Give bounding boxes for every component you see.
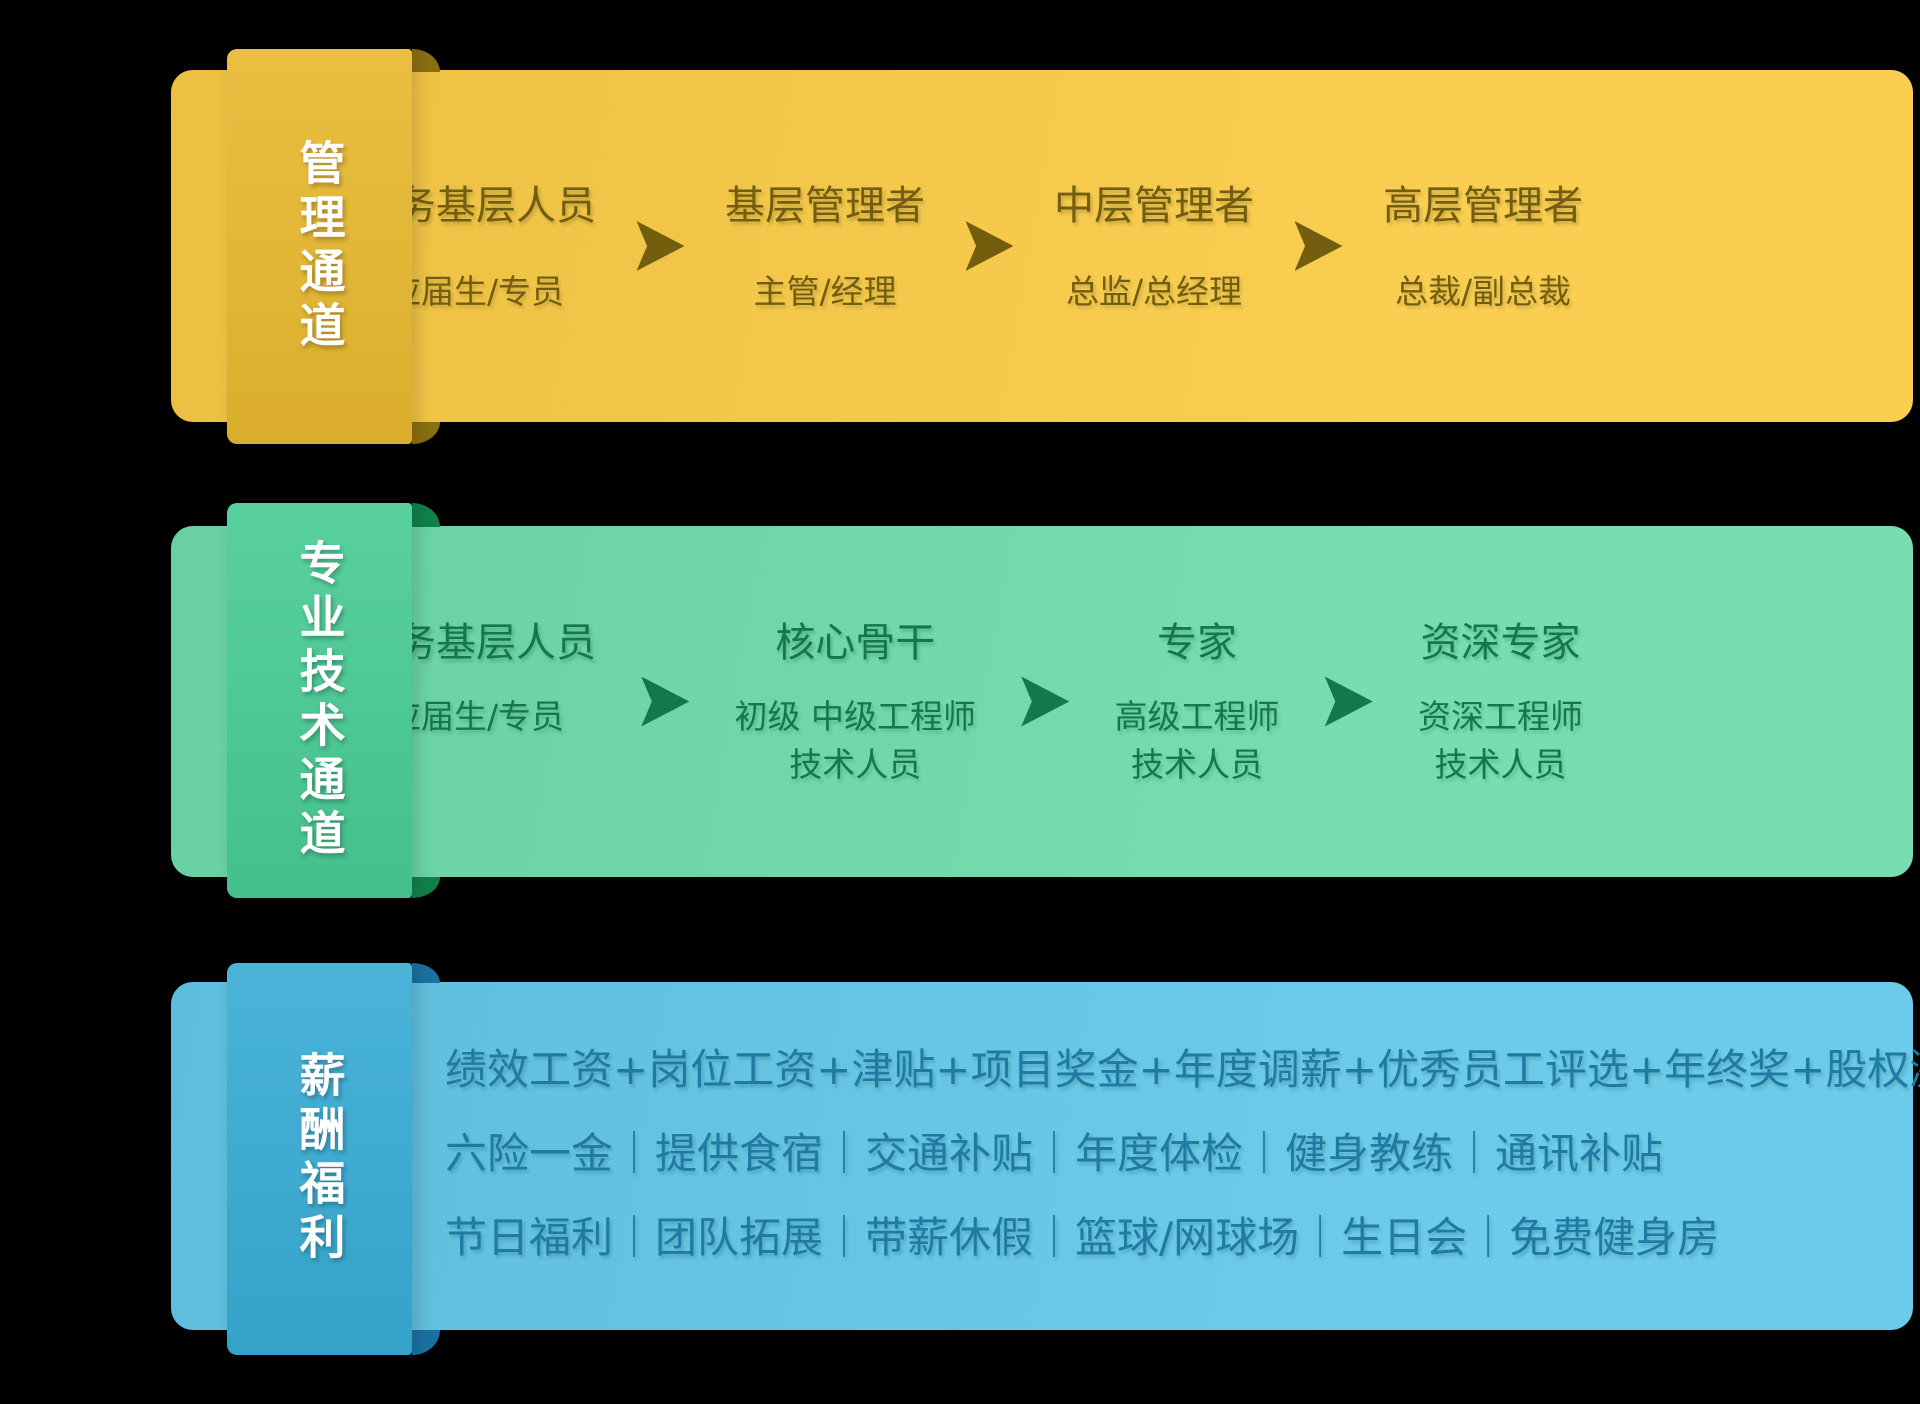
- career-stage: 基层管理者 主管/经理: [725, 178, 925, 314]
- benefit-row-salary: 绩效工资+岗位工资+津贴+项目奖金+年度调薪+优秀员工评选+年终奖+股权激励: [445, 1045, 1920, 1094]
- benefit-rows: 绩效工资+岗位工资+津贴+项目奖金+年度调薪+优秀员工评选+年终奖+股权激励 六…: [445, 1028, 1920, 1280]
- stage-subtitle: 技术人员: [1131, 745, 1263, 784]
- career-stage: 核心骨干 初级 中级工程师 技术人员: [735, 615, 977, 787]
- career-stage: 资深专家 资深工程师 技术人员: [1418, 615, 1583, 787]
- benefit-row-insurance: 六险一金｜提供食宿｜交通补贴｜年度体检｜健身教练｜通讯补贴: [445, 1129, 1664, 1178]
- stage-title: 资深专家: [1420, 620, 1581, 666]
- band-technical-tab: 专业技术通道: [227, 503, 412, 898]
- stage-subtitle: 应届生/专员: [387, 272, 565, 311]
- arrow-right-icon: [1294, 221, 1343, 271]
- stage-title: 基层管理者: [725, 183, 925, 229]
- stage-subtitle: 总裁/副总裁: [1394, 272, 1572, 311]
- stage-title: 业务基层人员: [356, 183, 596, 229]
- stage-title: 专家: [1157, 620, 1237, 666]
- career-stage: 中层管理者 总监/总经理: [1054, 178, 1254, 314]
- ribbon-fold-top: [412, 503, 440, 527]
- ribbon-fold-top: [412, 963, 440, 983]
- stage-subtitle: 技术人员: [1434, 745, 1567, 784]
- band-management-tab: 管理通道: [227, 49, 412, 444]
- stage-subtitle: 应届生/专员: [387, 697, 565, 736]
- management-panel: 业务基层人员 应届生/专员 基层管理者 主管/经理 中层管理者 总监/总经理 高…: [171, 70, 1913, 422]
- technical-panel: 业务基层人员 应届生/专员 核心骨干 初级 中级工程师 技术人员 专家 高级工程…: [171, 526, 1913, 877]
- band-tab-label: 管理通道: [292, 138, 347, 355]
- arrow-right-icon: [1021, 676, 1070, 727]
- arrow-right-icon: [636, 221, 685, 271]
- ribbon-fold-top: [412, 49, 440, 72]
- benefits-panel: 绩效工资+岗位工资+津贴+项目奖金+年度调薪+优秀员工评选+年终奖+股权激励 六…: [171, 982, 1920, 1330]
- arrow-right-icon: [1324, 676, 1373, 727]
- career-stage: 业务基层人员 应届生/专员: [356, 615, 596, 739]
- management-path-row: 业务基层人员 应届生/专员 基层管理者 主管/经理 中层管理者 总监/总经理 高…: [356, 70, 1583, 422]
- career-stage: 高层管理者 总裁/副总裁: [1383, 178, 1583, 314]
- ribbon-fold-bottom: [412, 877, 440, 898]
- band-tab-label: 专业技术通道: [292, 538, 347, 863]
- career-stage: 专家 高级工程师 技术人员: [1115, 615, 1280, 787]
- band-benefits-tab: 薪酬福利: [227, 963, 412, 1355]
- stage-title: 中层管理者: [1054, 183, 1254, 229]
- stage-subtitle: 资深工程师: [1418, 697, 1583, 736]
- band-tab-label: 薪酬福利: [292, 1051, 347, 1267]
- benefit-row-welfare: 节日福利｜团队拓展｜带薪休假｜篮球/网球场｜生日会｜免费健身房: [445, 1213, 1720, 1262]
- stage-subtitle: 总监/总经理: [1065, 272, 1243, 311]
- stage-subtitle: 高级工程师: [1114, 697, 1280, 736]
- stage-subtitle: 初级 中级工程师: [734, 697, 977, 736]
- career-stage: 业务基层人员 应届生/专员: [356, 178, 596, 314]
- arrow-right-icon: [641, 676, 690, 727]
- technical-path-row: 业务基层人员 应届生/专员 核心骨干 初级 中级工程师 技术人员 专家 高级工程…: [356, 526, 1583, 877]
- stage-subtitle: 主管/经理: [753, 272, 897, 311]
- stage-subtitle: 技术人员: [789, 745, 922, 784]
- stage-title: 业务基层人员: [356, 620, 596, 666]
- ribbon-fold-bottom: [412, 422, 440, 444]
- ribbon-fold-bottom: [412, 1330, 440, 1355]
- stage-title: 高层管理者: [1383, 183, 1583, 229]
- stage-title: 核心骨干: [775, 620, 936, 666]
- arrow-right-icon: [965, 221, 1014, 271]
